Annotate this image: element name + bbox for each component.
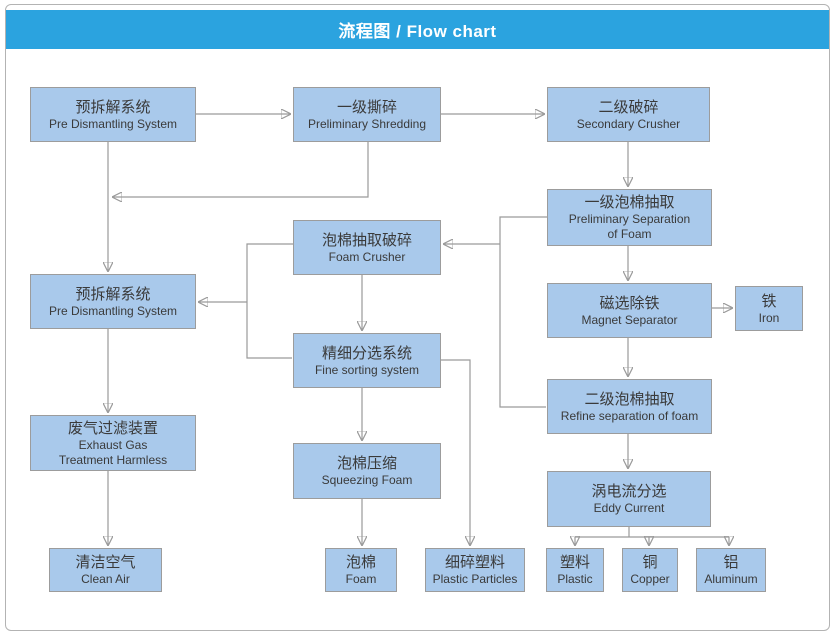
node-pre-dismantling-mid: 预拆解系统 Pre Dismantling System: [30, 274, 196, 329]
node-label-en: Plastic: [557, 572, 593, 586]
node-label-zh: 涡电流分选: [591, 483, 667, 500]
node-label-en: Fine sorting system: [314, 362, 420, 377]
node-label-en: Copper: [630, 572, 670, 586]
node-refine-separation: 二级泡棉抽取 Refine separation of foam: [547, 379, 712, 434]
node-label-zh: 铁: [761, 292, 777, 310]
node-label-en: Iron: [758, 310, 780, 325]
node-label-zh: 一级撕碎: [336, 98, 397, 116]
node-foam: 泡棉 Foam: [325, 548, 397, 592]
node-label-en: Foam: [345, 572, 377, 586]
node-label-zh: 精细分选系统: [321, 344, 412, 362]
node-preliminary-separation: 一级泡棉抽取 Preliminary Separation of Foam: [547, 189, 712, 246]
node-secondary-crusher: 二级破碎 Secondary Crusher: [547, 87, 710, 142]
node-label-en: Preliminary Separation of Foam: [568, 212, 691, 241]
node-label-zh: 预拆解系统: [75, 98, 151, 116]
node-label-en: Squeezing Foam: [321, 473, 413, 487]
node-clean-air: 清洁空气 Clean Air: [49, 548, 162, 592]
node-label-zh: 一级泡棉抽取: [584, 194, 675, 211]
node-label-zh: 泡棉压缩: [336, 455, 397, 472]
node-label-en: Secondary Crusher: [576, 116, 681, 131]
node-label-en: Plastic Particles: [432, 572, 518, 586]
node-exhaust-gas: 废气过滤装置 Exhaust Gas Treatment Harmless: [30, 415, 196, 471]
node-label-zh: 塑料: [559, 554, 590, 571]
node-aluminum: 铝 Aluminum: [696, 548, 766, 592]
node-label-en: Magnet Separator: [581, 312, 678, 327]
node-fine-sorting: 精细分选系统 Fine sorting system: [293, 333, 441, 388]
node-iron: 铁 Iron: [735, 286, 803, 331]
node-plastic-particles: 细碎塑料 Plastic Particles: [425, 548, 525, 592]
node-magnet-separator: 磁选除铁 Magnet Separator: [547, 283, 712, 338]
node-label-zh: 废气过滤装置: [67, 419, 158, 437]
node-eddy-current: 涡电流分选 Eddy Current: [547, 471, 711, 527]
node-foam-crusher: 泡棉抽取破碎 Foam Crusher: [293, 220, 441, 275]
node-plastic: 塑料 Plastic: [546, 548, 604, 592]
node-label-zh: 二级泡棉抽取: [584, 390, 675, 408]
header-bar: 流程图 / Flow chart: [6, 10, 829, 49]
node-preliminary-shredding: 一级撕碎 Preliminary Shredding: [293, 87, 441, 142]
node-squeezing-foam: 泡棉压缩 Squeezing Foam: [293, 443, 441, 499]
node-label-en: Clean Air: [81, 572, 130, 586]
node-label-zh: 铜: [642, 554, 658, 571]
node-label-en: Aluminum: [704, 572, 758, 586]
node-pre-dismantling-top: 预拆解系统 Pre Dismantling System: [30, 87, 196, 142]
node-label-zh: 泡棉: [345, 554, 376, 571]
node-label-en: Pre Dismantling System: [48, 303, 178, 318]
node-label-zh: 泡棉抽取破碎: [321, 231, 412, 249]
node-label-zh: 铝: [723, 554, 739, 571]
node-label-en: Exhaust Gas Treatment Harmless: [58, 437, 168, 467]
node-label-zh: 磁选除铁: [599, 294, 660, 312]
node-label-zh: 细碎塑料: [444, 554, 505, 571]
node-label-en: Eddy Current: [593, 501, 665, 515]
page-title: 流程图 / Flow chart: [338, 22, 497, 41]
node-label-zh: 清洁空气: [75, 554, 136, 571]
node-label-en: Pre Dismantling System: [48, 116, 178, 131]
node-copper: 铜 Copper: [622, 548, 678, 592]
node-label-en: Refine separation of foam: [560, 408, 699, 423]
node-label-zh: 二级破碎: [598, 98, 659, 116]
node-label-en: Preliminary Shredding: [307, 116, 427, 131]
node-label-en: Foam Crusher: [328, 249, 406, 264]
node-label-zh: 预拆解系统: [75, 285, 151, 303]
